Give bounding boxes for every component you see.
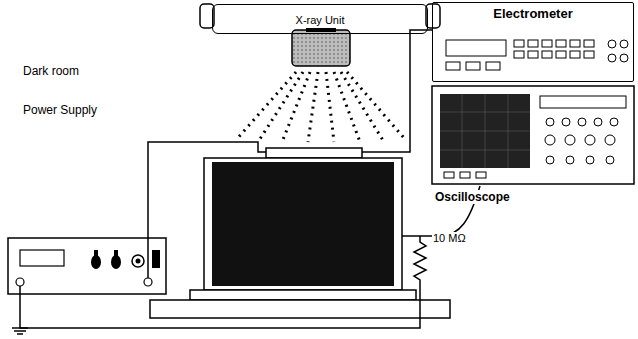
- resistor-value: 10 MΩ: [432, 232, 467, 244]
- device-name: X-ray Unit: [294, 14, 347, 27]
- device-label: Power Supply: [22, 103, 98, 117]
- xray-tube: X-ray Unit: [212, 4, 428, 34]
- device-label: Oscilloscope: [434, 190, 511, 204]
- device-name: Electrometer: [491, 7, 574, 22]
- room-label: Dark room: [22, 64, 80, 78]
- electrometer-box: Electrometer: [432, 2, 634, 82]
